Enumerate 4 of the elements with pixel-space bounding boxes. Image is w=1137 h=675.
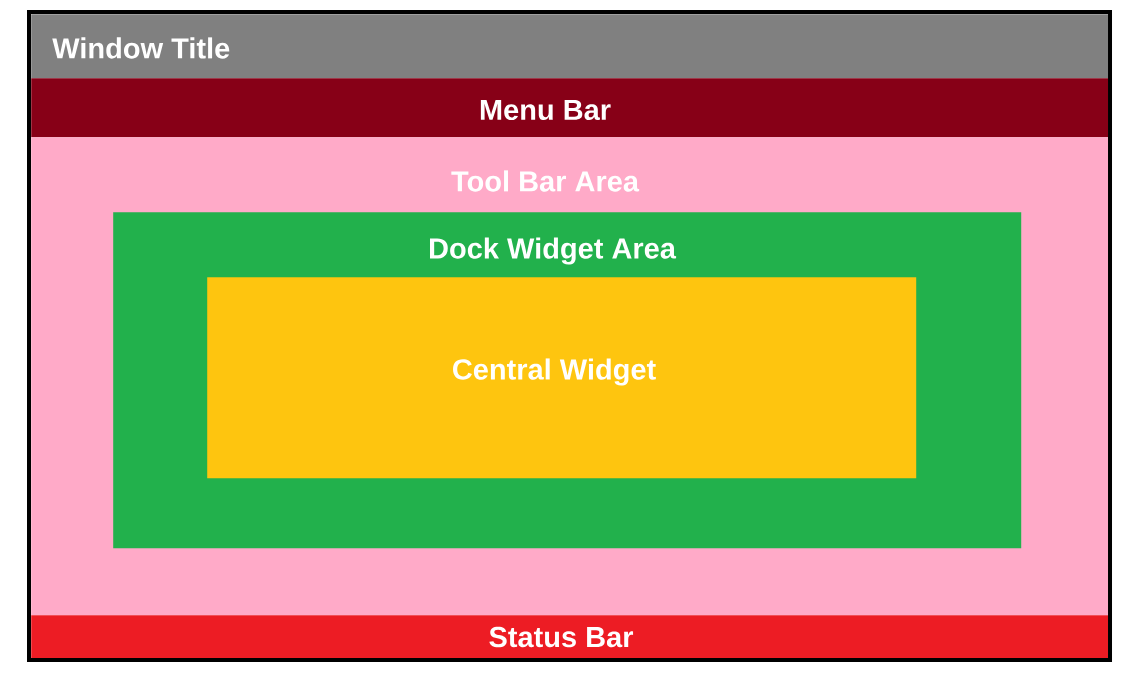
menu-bar: Menu Bar <box>31 78 1109 138</box>
status-bar: Status Bar <box>31 615 1109 659</box>
title-bar: Window Title <box>31 14 1109 79</box>
central-widget: Central Widget <box>207 277 917 479</box>
